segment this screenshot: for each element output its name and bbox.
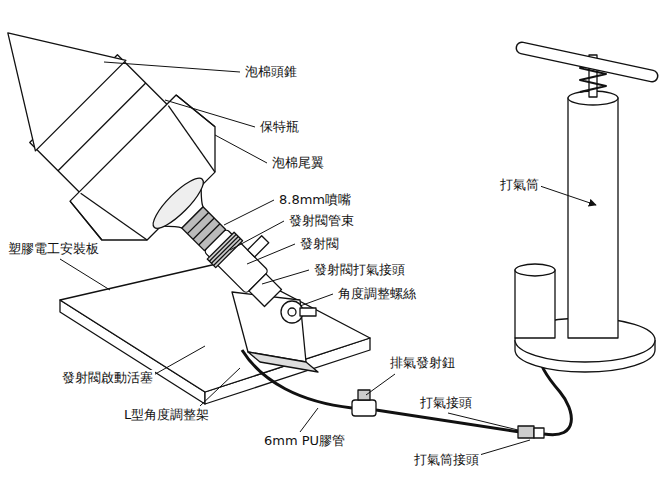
- part-label: 發射閥打氣接頭: [312, 262, 407, 278]
- air-pump: [515, 48, 655, 372]
- part-label: 打氣筒: [498, 177, 541, 193]
- rocket: [0, 0, 272, 297]
- mounting-plate: [60, 262, 370, 404]
- part-label: 6mm PU膠管: [262, 433, 347, 449]
- part-label: 8.8mm噴嘴: [277, 192, 353, 208]
- part-label: 角度調整螺絲: [336, 286, 418, 302]
- part-label: 泡棉尾翼: [270, 155, 326, 171]
- part-label: 保特瓶: [258, 119, 301, 135]
- pu-hose: [376, 410, 520, 432]
- part-label: 泡棉頭錐: [243, 64, 299, 80]
- part-label: 發射閥管束: [287, 213, 356, 229]
- release-button: [352, 390, 376, 416]
- part-label: 打氣接頭: [418, 395, 474, 411]
- part-label: 發射閥啟動活塞: [60, 370, 155, 386]
- pump-connector: [518, 426, 544, 438]
- leader-lines: [60, 62, 596, 456]
- pu-hose: [242, 350, 352, 408]
- part-label: 排氣發射鈕: [388, 355, 457, 371]
- part-label: 發射閥: [298, 236, 341, 252]
- part-label: L型角度調整架: [122, 407, 211, 423]
- part-label: 塑膠電工安裝板: [6, 241, 101, 257]
- part-label: 打氣筒接頭: [412, 452, 481, 468]
